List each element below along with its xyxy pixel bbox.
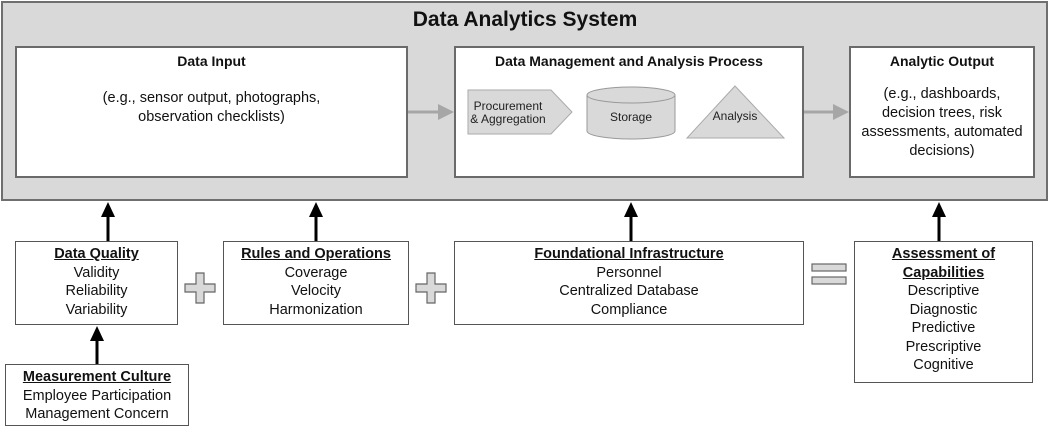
data-input-description: (e.g., sensor output, photographs, obser… (17, 89, 406, 127)
process-title: Data Management and Analysis Process (495, 53, 763, 69)
list-item: Variability (65, 301, 128, 318)
desc-line: assessments, automated (861, 124, 1023, 140)
list-item: Harmonization (269, 301, 363, 318)
plus-icon (184, 272, 216, 304)
plus-icon (415, 272, 447, 304)
list-item: Validity (73, 264, 120, 281)
list-item: Prescriptive (905, 338, 982, 355)
flow-arrow-process-to-output (804, 104, 849, 120)
list-item: Centralized Database (559, 283, 699, 299)
data-input-title: Data Input (177, 53, 246, 69)
analysis-label: Analysis (713, 109, 758, 123)
rules-operations-title: Rules and Operations (241, 246, 391, 262)
analytic-output-description: (e.g., dashboards, decision trees, risk … (851, 85, 1033, 161)
desc-line: decisions) (909, 143, 975, 159)
desc-line: (e.g., sensor output, photographs, (102, 90, 321, 106)
procurement-label-1: Procurement (474, 99, 543, 113)
measurement-culture-box: Measurement Culture Employee Participati… (5, 364, 189, 426)
measurement-culture-title: Measurement Culture (22, 369, 172, 385)
list-item: Cognitive (913, 357, 974, 373)
desc-line: (e.g., dashboards, (883, 86, 1001, 102)
arrow-rules-operations-up (309, 202, 323, 241)
assessment-title: Capabilities (902, 264, 985, 281)
foundational-infrastructure-title: Foundational Infrastructure (534, 246, 724, 262)
storage-label: Storage (610, 110, 652, 124)
desc-line: observation checklists) (138, 109, 285, 125)
analytic-output-panel: Analytic Output (e.g., dashboards, decis… (849, 46, 1035, 178)
list-item: Management Concern (25, 406, 169, 422)
data-quality-box: Data Quality Validity Reliability Variab… (15, 241, 178, 325)
arrow-data-quality-up (101, 202, 115, 241)
procurement-label-2: & Aggregation (470, 112, 545, 126)
list-item: Velocity (291, 283, 341, 299)
flow-arrow-input-to-process (408, 104, 454, 120)
analytic-output-title: Analytic Output (889, 53, 995, 69)
rules-operations-box: Rules and Operations Coverage Velocity H… (223, 241, 409, 325)
list-item: Compliance (590, 301, 668, 318)
assessment-capabilities-box: Assessment of Capabilities Descriptive D… (854, 241, 1033, 383)
list-item: Descriptive (907, 283, 980, 299)
list-item: Reliability (65, 283, 128, 299)
desc-line: decision trees, risk (881, 105, 1003, 121)
list-item: Employee Participation (22, 387, 172, 404)
analysis-triangle-shape (685, 85, 786, 139)
list-item: Personnel (596, 264, 662, 281)
list-item: Predictive (911, 320, 976, 336)
equals-icon (811, 263, 847, 285)
data-input-panel: Data Input (e.g., sensor output, photogr… (15, 46, 408, 178)
data-quality-title: Data Quality (54, 246, 139, 262)
arrow-assessment-up (932, 202, 946, 241)
list-item: Diagnostic (909, 301, 978, 318)
list-item: Coverage (284, 264, 348, 281)
arrow-infrastructure-up (624, 202, 638, 241)
arrow-measurement-culture-up (90, 326, 104, 364)
foundational-infrastructure-box: Foundational Infrastructure Personnel Ce… (454, 241, 804, 325)
storage-cylinder-shape (586, 86, 676, 140)
procurement-aggregation-shape (467, 89, 573, 135)
assessment-title: Assessment of (891, 246, 996, 262)
system-title: Data Analytics System (412, 8, 638, 31)
